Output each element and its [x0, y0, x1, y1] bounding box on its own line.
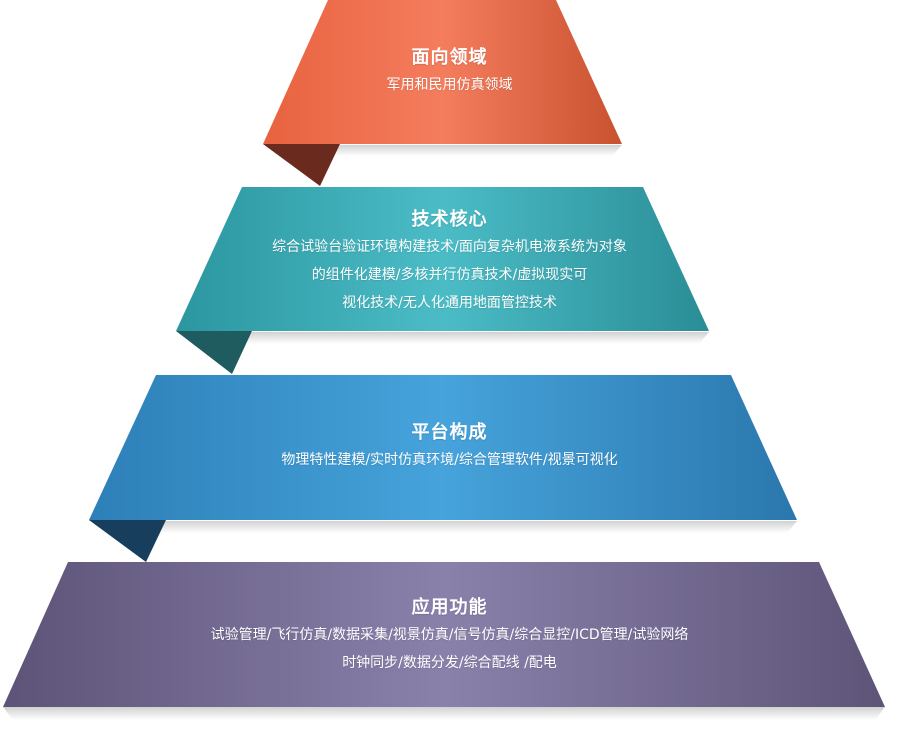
tier-application-band [3, 562, 885, 707]
tier-application-shadow [3, 707, 885, 720]
tier-target-domain-fold [263, 144, 340, 186]
tier-tech-core-fold [176, 331, 252, 374]
tier-target-domain-title: 面向领域 [411, 47, 488, 68]
tier-application-text: 应用功能 试验管理/飞行仿真/数据采集/视景仿真/信号仿真/综合显控/ICD管理… [0, 593, 899, 677]
tier-tech-core-shadow [242, 332, 709, 344]
tier-application-line-1: 试验管理/飞行仿真/数据采集/视景仿真/信号仿真/综合显控/ICD管理/试验网络 [210, 627, 689, 643]
tier-tech-core [176, 187, 709, 374]
tier-platform-text: 平台构成 物理特性建模/实时仿真环境/综合管理软件/视景可视化 [0, 418, 899, 474]
tier-target-domain-line-1: 军用和民用仿真领域 [386, 77, 513, 93]
tier-tech-core-text: 技术核心 综合试验台验证环境构建技术/面向复杂机电液系统为对象 的组件化建模/多… [0, 205, 899, 317]
tier-target-domain-shadow [330, 145, 622, 156]
tier-tech-core-title: 技术核心 [411, 209, 488, 230]
tier-platform-fold [89, 520, 166, 562]
tier-tech-core-band [176, 187, 709, 331]
tier-tech-core-line-3: 视化技术/无人化通用地面管控技术 [342, 295, 557, 311]
tier-platform-shadow [156, 521, 797, 533]
tier-platform [89, 375, 797, 562]
tier-platform-line-1: 物理特性建模/实时仿真环境/综合管理软件/视景可视化 [281, 452, 618, 468]
tier-tech-core-line-1: 综合试验台验证环境构建技术/面向复杂机电液系统为对象 [272, 239, 627, 255]
tier-application [3, 562, 885, 720]
tier-platform-band [89, 375, 797, 520]
tier-tech-core-line-2: 的组件化建模/多核并行仿真技术/虚拟现实可 [311, 267, 588, 283]
tier-application-title: 应用功能 [411, 597, 488, 618]
tier-platform-title: 平台构成 [411, 422, 488, 443]
tier-application-line-2: 时钟同步/数据分发/综合配线 /配电 [342, 655, 557, 671]
tier-target-domain-text: 面向领域 军用和民用仿真领域 [0, 43, 899, 99]
tier-target-domain-band [263, 0, 622, 144]
tier-target-domain [263, 0, 622, 186]
